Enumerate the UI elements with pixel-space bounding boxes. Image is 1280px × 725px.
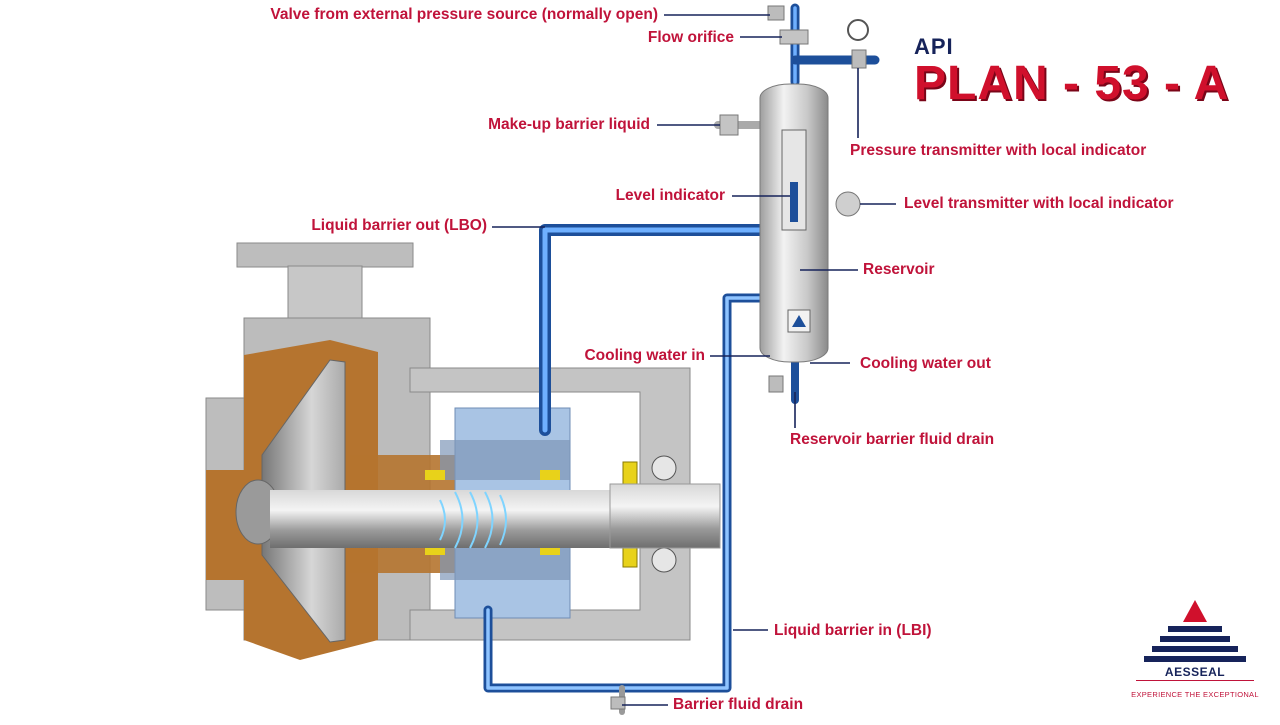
brand-divider <box>1136 680 1254 681</box>
label-lbo: Liquid barrier out (LBO) <box>311 217 487 234</box>
shaft <box>270 483 721 549</box>
pump-casing <box>205 242 691 660</box>
label-reservoir: Reservoir <box>863 261 935 278</box>
brand-name: AESSEAL <box>1164 665 1226 679</box>
brand-tagline: EXPERIENCE THE EXCEPTIONAL <box>1131 690 1259 699</box>
label-reservoir-drain: Reservoir barrier fluid drain <box>790 431 995 448</box>
label-flow-orifice: Flow orifice <box>647 29 734 46</box>
bearing-bracket <box>409 367 691 641</box>
label-lbi: Liquid barrier in (LBI) <box>774 622 932 639</box>
label-level-transmitter: Level transmitter with local indicator <box>904 195 1174 212</box>
label-pressure-transmitter: Pressure transmitter with local indicato… <box>850 142 1147 159</box>
leader-lines <box>492 14 896 706</box>
title-prefix: API <box>914 34 954 59</box>
label-level-indicator: Level indicator <box>615 187 725 204</box>
label-makeup-barrier: Make-up barrier liquid <box>488 116 650 133</box>
aesseal-logo-icon <box>1144 600 1246 662</box>
label-cooling-out: Cooling water out <box>860 355 991 372</box>
label-cooling-in: Cooling water in <box>584 347 705 364</box>
plan-title: PLAN - 53 - A <box>914 57 1230 110</box>
reservoir <box>610 5 869 710</box>
label-valve-external: Valve from external pressure source (nor… <box>270 6 658 23</box>
label-barrier-drain: Barrier fluid drain <box>673 696 804 713</box>
